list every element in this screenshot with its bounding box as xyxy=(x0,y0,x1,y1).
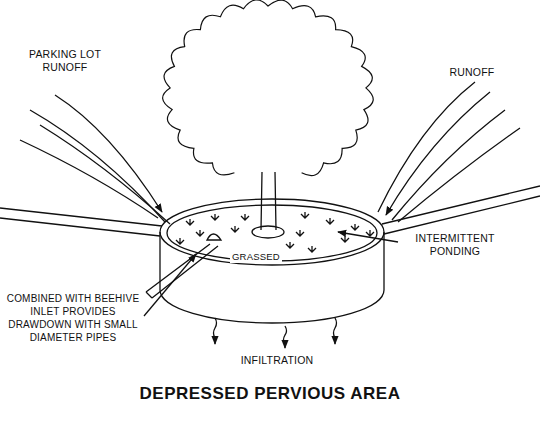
grass-mark xyxy=(241,214,249,220)
runoff-line xyxy=(40,125,170,224)
parking-lot-surface xyxy=(382,186,540,234)
beehive-inlet xyxy=(207,234,221,240)
infiltration-label: INFILTRATION xyxy=(222,354,332,367)
grass-mark xyxy=(301,212,309,218)
grass-marks xyxy=(176,212,374,252)
trunk-ring xyxy=(252,226,284,238)
tree-trunk xyxy=(261,172,276,230)
ponding-label: INTERMITTENT PONDING xyxy=(400,232,510,258)
runoff-line xyxy=(378,82,475,212)
infiltration-arrow xyxy=(214,318,217,344)
tree-canopy xyxy=(163,0,374,176)
runoff-label: RUNOFF xyxy=(432,66,512,79)
grass-mark xyxy=(176,238,184,244)
grass-mark xyxy=(211,214,219,220)
grass-mark xyxy=(351,224,359,230)
runoff-line xyxy=(386,92,490,215)
grass-mark xyxy=(296,230,304,236)
runoff-line xyxy=(20,140,158,218)
inlet-note: COMBINED WITH BEEHIVE INLET PROVIDES DRA… xyxy=(2,292,144,344)
runoff-line xyxy=(392,110,505,220)
leader-line xyxy=(144,254,196,316)
surface-label: GRASSED xyxy=(230,250,282,263)
leader-line xyxy=(338,232,398,242)
runoff-line xyxy=(30,110,165,222)
grass-mark xyxy=(326,218,334,224)
grass-mark xyxy=(196,230,204,236)
infiltration-arrow xyxy=(334,318,337,344)
grass-mark xyxy=(341,236,349,242)
grass-mark xyxy=(366,230,374,236)
grass-mark xyxy=(186,219,194,225)
runoff-line xyxy=(55,95,162,212)
depression-body xyxy=(160,232,384,323)
infiltration-arrow xyxy=(284,326,287,348)
grass-mark xyxy=(308,246,316,252)
grass-mark xyxy=(231,226,239,232)
depression-rim xyxy=(160,199,384,265)
diagram-title: DEPRESSED PERVIOUS AREA xyxy=(0,384,540,404)
runoff-label: PARKING LOT RUNOFF xyxy=(10,48,120,74)
grass-mark xyxy=(286,242,294,248)
parking-lot-surface xyxy=(0,208,162,236)
runoff-line xyxy=(398,128,520,222)
